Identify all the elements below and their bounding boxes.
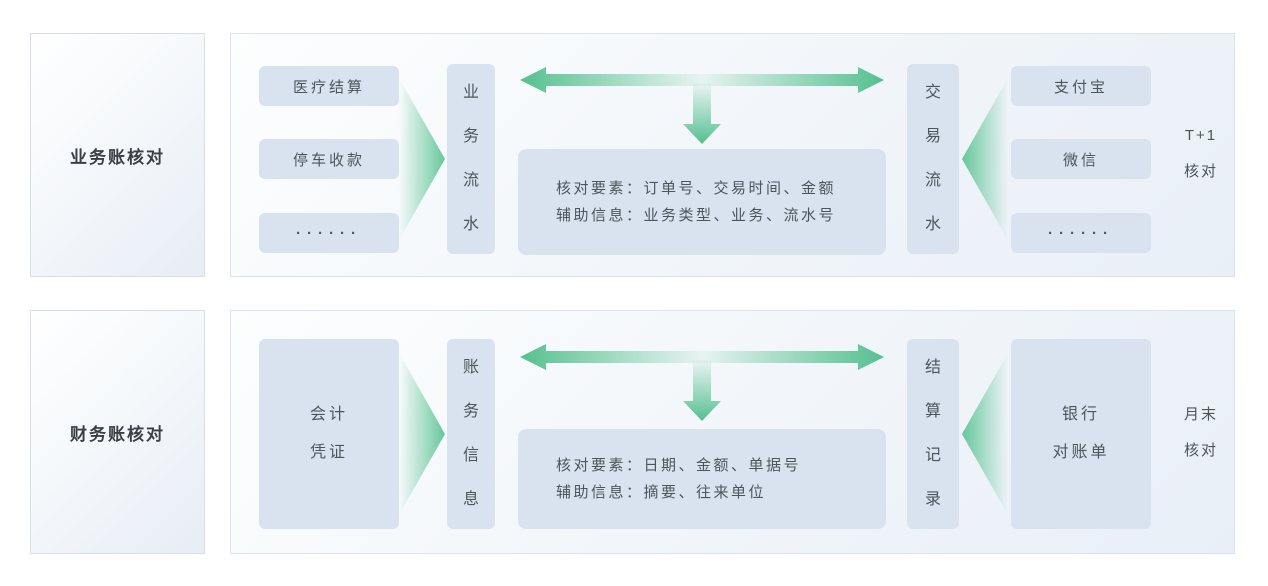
chip-target-ellipsis: ······ (1011, 213, 1151, 253)
sidebar-title-finance: 财务账核对 (70, 424, 165, 444)
channel-box-account-info: 账务信息 (447, 339, 495, 529)
info-auxiliary-line: 辅助信息：摘要、往来单位 (556, 484, 767, 501)
schedule-note-month-end: 月末 核对 (1183, 406, 1218, 459)
flow-right-arrow-icon (399, 353, 445, 515)
chip-medical-settlement: 医疗结算 (259, 66, 399, 106)
channel-box-business-flow: 业务流水 (447, 64, 495, 254)
flow-right-arrow-icon (399, 78, 445, 240)
chip-alipay: 支付宝 (1011, 66, 1151, 106)
sidebar-title-business: 业务账核对 (70, 147, 165, 167)
chip-parking-collection: 停车收款 (259, 139, 399, 179)
info-auxiliary-line: 辅助信息：业务类型、业务、流水号 (556, 207, 837, 224)
info-elements-line: 核对要素：订单号、交易时间、金额 (556, 180, 837, 197)
info-elements-line: 核对要素：日期、金额、单据号 (556, 457, 802, 474)
down-arrow-icon (683, 83, 721, 144)
box-accounting-voucher: 会计 凭证 (259, 339, 399, 529)
business-reconciliation-label-box: 业务账核对 (30, 33, 205, 277)
business-reconciliation-panel: 医疗结算 停车收款 ······ 业务流水 核对要素：订单号、交易时间、金额 辅… (230, 33, 1235, 277)
compare-double-arrow-icon (520, 344, 884, 421)
chip-wechat: 微信 (1011, 139, 1151, 179)
down-arrow-icon (683, 360, 721, 421)
flow-left-arrow-icon (962, 353, 1008, 515)
chip-source-ellipsis: ······ (259, 213, 399, 253)
channel-box-settlement-record: 结算记录 (907, 339, 959, 529)
finance-reconciliation-panel: 会计 凭证 账务信息 核对要素：日期、金额、单据号 辅助信息：摘要、往来单位 结… (230, 310, 1235, 554)
finance-reconciliation-label-box: 财务账核对 (30, 310, 205, 554)
channel-box-transaction-flow: 交易流水 (907, 64, 959, 254)
schedule-note-t-plus-1: T+1 核对 (1183, 127, 1218, 180)
box-bank-statement: 银行 对账单 (1011, 339, 1151, 529)
reconcile-info-box-finance: 核对要素：日期、金额、单据号 辅助信息：摘要、往来单位 (518, 429, 886, 529)
reconcile-info-box-business: 核对要素：订单号、交易时间、金额 辅助信息：业务类型、业务、流水号 (518, 149, 886, 255)
flow-left-arrow-icon (962, 78, 1008, 240)
compare-double-arrow-icon (520, 67, 884, 144)
